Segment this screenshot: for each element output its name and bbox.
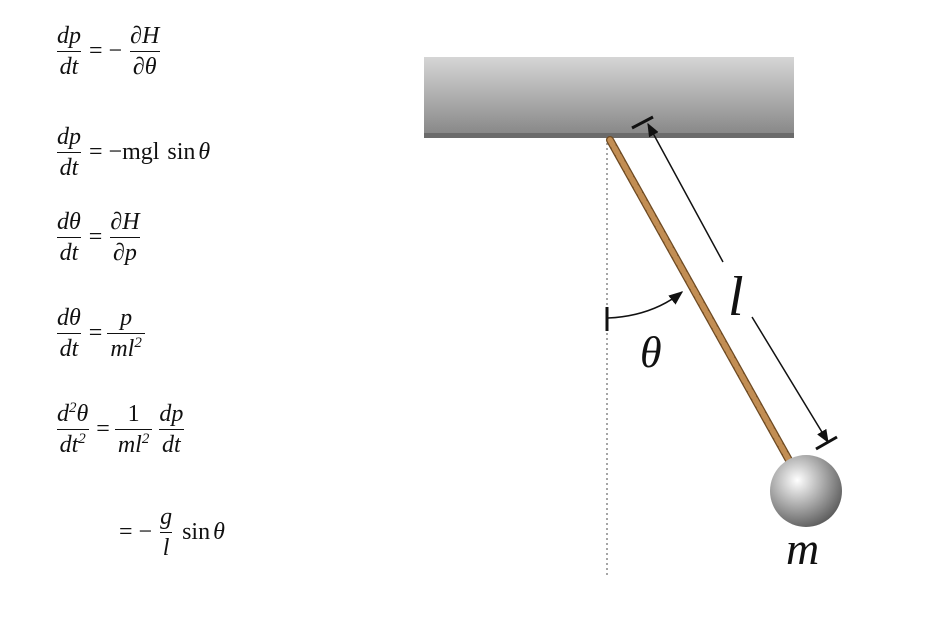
denominator: ∂θ	[129, 51, 160, 79]
length-label: l	[728, 266, 744, 328]
denominator: ml2	[107, 333, 145, 361]
fraction-dH-dp: ∂H ∂p	[107, 210, 142, 265]
equals-sign: =	[88, 224, 103, 250]
mass-label: m	[786, 523, 819, 574]
theta-argument: θ	[213, 519, 225, 545]
theta-argument: θ	[198, 139, 211, 165]
equals-minus: = −	[119, 519, 153, 545]
numerator: g	[160, 504, 173, 530]
denominator: dt	[56, 51, 82, 79]
equation-2: dp dt = −mgl sin θ	[52, 125, 210, 180]
numerator: dp	[159, 401, 184, 427]
denominator: dt	[56, 237, 82, 265]
equation-5: d2θ dt2 = 1 ml2 dp dt	[52, 400, 188, 457]
equals-sign: =	[96, 416, 110, 442]
angle-arc	[605, 291, 684, 331]
denominator: dt	[56, 333, 82, 361]
equation-4: dθ dt = p ml2	[52, 306, 147, 361]
pendulum-rope	[606, 136, 794, 466]
fraction-1-ml2: 1 ml2	[114, 401, 153, 457]
denominator: l	[159, 532, 173, 560]
sin-function: sin	[182, 519, 211, 545]
numerator: 1	[127, 401, 140, 427]
fraction-dH-dtheta: ∂H ∂θ	[127, 24, 162, 79]
fraction-d2theta-dt2: d2θ dt2	[54, 400, 91, 457]
equals-sign: =	[88, 320, 103, 346]
numerator: d2θ	[57, 400, 89, 427]
equals-minus: = −	[89, 38, 123, 64]
angle-label: θ	[640, 328, 662, 377]
sin-function: sin	[167, 139, 196, 165]
denominator: dt2	[56, 429, 89, 457]
fraction-dp-dt: dp dt	[54, 125, 84, 180]
fraction-dp-dt: dp dt	[156, 402, 186, 457]
numerator: dθ	[57, 209, 81, 235]
length-dimension	[631, 115, 838, 451]
fraction-dtheta-dt: dθ dt	[54, 210, 84, 265]
ceiling-edge	[424, 133, 794, 138]
ceiling-block	[424, 57, 794, 134]
equation-1: dp dt = − ∂H ∂θ	[52, 24, 164, 79]
rhs-expression: = −mgl	[89, 139, 160, 165]
denominator: dt	[56, 152, 82, 180]
numerator: dp	[57, 23, 81, 49]
denominator: dt	[159, 429, 184, 457]
numerator: dθ	[57, 305, 81, 331]
denominator: ml2	[114, 429, 153, 457]
equation-6: = − g l sin θ	[116, 505, 225, 560]
fraction-dp-dt: dp dt	[54, 24, 84, 79]
numerator: dp	[57, 124, 81, 150]
numerator: p	[120, 305, 133, 331]
denominator: ∂p	[110, 237, 140, 265]
pendulum-bob	[770, 455, 842, 527]
equation-3: dθ dt = ∂H ∂p	[52, 210, 145, 265]
fraction-dtheta-dt: dθ dt	[54, 306, 84, 361]
fraction-p-ml2: p ml2	[107, 306, 145, 361]
fraction-g-l: g l	[157, 505, 175, 560]
numerator: ∂H	[110, 209, 140, 235]
numerator: ∂H	[130, 23, 160, 49]
